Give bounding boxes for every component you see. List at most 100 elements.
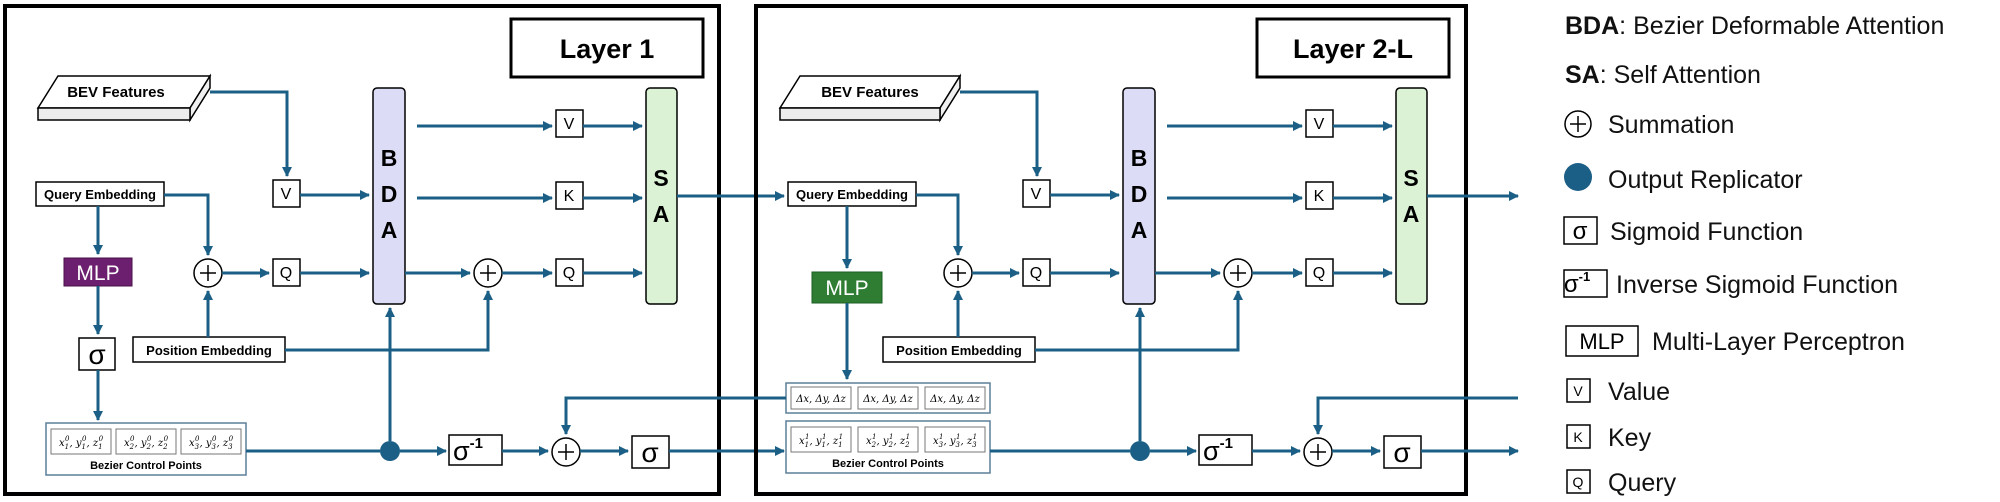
- layer-2-title: Layer 2-L: [1293, 34, 1413, 64]
- legend-query-symbol: Q: [1573, 474, 1584, 490]
- svg-text:x31, y31, z31: x31, y31, z31: [933, 433, 977, 449]
- sigmoid-box-bottom-2: [1383, 435, 1422, 469]
- svg-text:Δx, Δy, Δz: Δx, Δy, Δz: [929, 394, 980, 405]
- bezier-control-points-label: Bezier Control Points: [90, 460, 202, 472]
- mlp-label-2: MLP: [825, 277, 868, 300]
- value-box-out-2-label: V: [1314, 116, 1325, 133]
- mlp-box-2: [811, 271, 883, 304]
- legend-query-icon: [1566, 469, 1591, 494]
- bda-2-letter-b: B: [1131, 145, 1148, 171]
- sigmoid-label: σ: [88, 339, 105, 370]
- legend-key-symbol: K: [1573, 429, 1583, 445]
- value-box-in-label: V: [281, 186, 292, 203]
- bev-features-block-2: BEV Features: [778, 73, 962, 123]
- sa-2-letter-a: A: [1403, 201, 1420, 227]
- legend-key: Key: [1608, 424, 1652, 452]
- svg-text:x11, y11, z11: x11, y11, z11: [799, 433, 843, 449]
- query-embedding-label: Query Embedding: [44, 187, 156, 202]
- legend-bda: BDA: Bezier Deformable Attention: [1565, 12, 1944, 40]
- legend-value: Value: [1608, 378, 1670, 406]
- bda-2-letter-a: A: [1131, 217, 1148, 243]
- legend-mlp: Multi-Layer Perceptron: [1652, 328, 1905, 356]
- legend-sigmoid-symbol: σ: [1573, 218, 1588, 245]
- value-box-in-2-label: V: [1031, 186, 1042, 203]
- legend-summation: Summation: [1608, 111, 1734, 139]
- bev-features-block: BEV Features: [36, 73, 212, 123]
- bda-letter-a: A: [381, 217, 398, 243]
- value-box-in: [272, 179, 301, 208]
- bda-2-letter-d: D: [1131, 181, 1148, 207]
- bda-block-2: [1122, 87, 1156, 305]
- mlp-label: MLP: [76, 262, 119, 285]
- sigmoid-bottom-label: σ: [641, 437, 658, 468]
- bda-block: [372, 87, 406, 305]
- query-box-out-2-label: Q: [1313, 265, 1325, 282]
- query-embedding-label-2: Query Embedding: [796, 187, 908, 202]
- layer-2-arrows: [561, 90, 1519, 456]
- bev-features-label-2: BEV Features: [821, 84, 919, 101]
- legend-sa: SA: Self Attention: [1565, 61, 1761, 89]
- delta-offset-2: Δx, Δy, Δz: [857, 386, 919, 410]
- summation-bda-q-node: [473, 258, 503, 288]
- position-embedding-label: Position Embedding: [146, 343, 272, 358]
- control-point-2-3: x31, y31, z31: [924, 426, 986, 453]
- bda-letter-d: D: [381, 181, 398, 207]
- legend-key-icon: [1566, 424, 1591, 449]
- layer-2-panel: Layer 2-L BEV Features Query Embedding M…: [561, 4, 1519, 496]
- svg-text:Δx, Δy, Δz: Δx, Δy, Δz: [862, 394, 913, 405]
- layer-1-frame: [3, 4, 721, 496]
- legend-inv-sigmoid-symbol: σ-1: [1564, 269, 1590, 298]
- legend: BDA: Bezier Deformable Attention SA: Sel…: [1563, 12, 1944, 497]
- sigmoid-box-bottom: [631, 435, 670, 469]
- query-box-out-label: Q: [563, 265, 575, 282]
- svg-text:Δx, Δy, Δz: Δx, Δy, Δz: [795, 394, 846, 405]
- summation-bda-q-node-2: [1223, 258, 1253, 288]
- layer-1-title: Layer 1: [560, 34, 655, 64]
- summation-query-node: [193, 258, 223, 288]
- sa-block-2: [1395, 87, 1428, 305]
- key-box-out: [555, 181, 584, 210]
- summation-query-node-2: [943, 258, 973, 288]
- legend-sigmoid: Sigmoid Function: [1610, 218, 1803, 246]
- layer-1-title-box: [509, 17, 705, 79]
- value-box-out-label: V: [564, 116, 575, 133]
- svg-text:x30, y30, z30: x30, y30, z30: [189, 435, 234, 451]
- bev-features-label: BEV Features: [67, 84, 165, 101]
- output-replicator-dot: [380, 441, 400, 461]
- delta-offset-3: Δx, Δy, Δz: [924, 386, 986, 410]
- control-point-1: x10, y10, z10: [50, 428, 112, 455]
- legend-sigmoid-icon: [1563, 216, 1598, 245]
- legend-mlp-symbol: MLP: [1579, 329, 1624, 354]
- query-box-out: [555, 258, 584, 287]
- layer-2-frame: [754, 4, 1468, 496]
- summation-refine-node-2: [1303, 437, 1333, 467]
- legend-inv-sigmoid: Inverse Sigmoid Function: [1616, 271, 1898, 299]
- query-box-in-label: Q: [280, 265, 292, 282]
- inverse-sigmoid-label: σ-1: [453, 435, 483, 466]
- legend-replicator-icon: [1564, 163, 1592, 191]
- key-box-out-2: [1305, 181, 1334, 210]
- key-box-out-label: K: [564, 188, 575, 205]
- query-box-in-2-label: Q: [1030, 265, 1042, 282]
- legend-summation-icon: [1564, 110, 1592, 138]
- position-embedding-label-2: Position Embedding: [896, 343, 1022, 358]
- key-box-out-2-label: K: [1314, 188, 1325, 205]
- sa-block: [645, 87, 678, 305]
- mlp-box: [63, 257, 133, 287]
- svg-text:x10, y10, z10: x10, y10, z10: [59, 435, 104, 451]
- value-box-out: [555, 109, 584, 138]
- bda-letter-b: B: [381, 145, 398, 171]
- value-box-out-2: [1305, 109, 1334, 138]
- legend-query: Query: [1608, 469, 1677, 497]
- sa-letter-a: A: [653, 201, 670, 227]
- layer-1-panel: Layer 1 BEV Features Query Embedding MLP…: [3, 4, 785, 496]
- delta-offset-1: Δx, Δy, Δz: [790, 386, 852, 410]
- value-box-in-2: [1022, 179, 1051, 208]
- control-point-3: x30, y30, z30: [180, 428, 242, 455]
- control-point-2-1: x11, y11, z11: [790, 426, 852, 453]
- output-replicator-dot-2: [1130, 441, 1150, 461]
- legend-value-icon: [1566, 378, 1591, 403]
- control-point-2: x20, y20, z20: [115, 428, 177, 455]
- legend-value-symbol: V: [1573, 383, 1583, 399]
